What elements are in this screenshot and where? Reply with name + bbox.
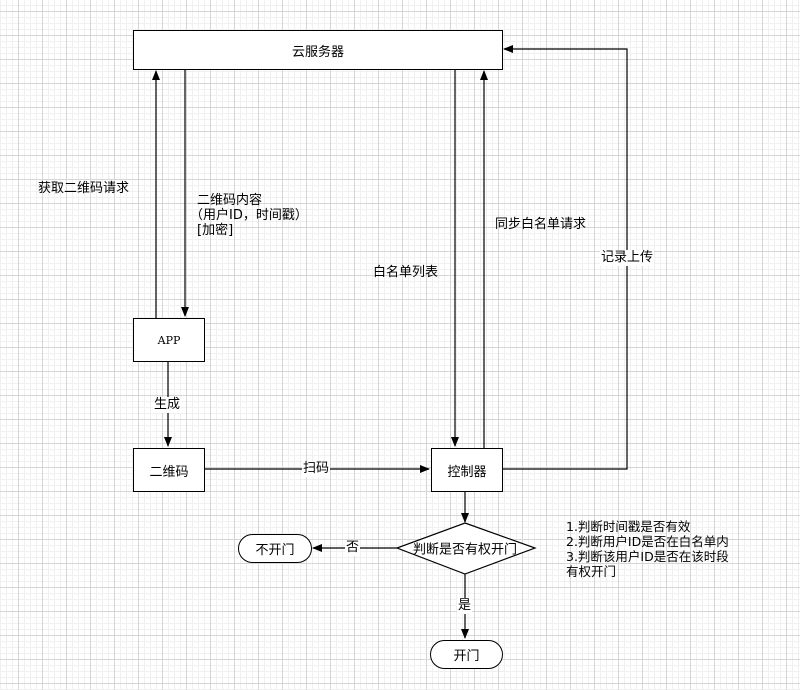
note-line-4: 有权开门 <box>566 564 617 579</box>
scan-label: 扫码 <box>302 461 331 477</box>
no-open-terminal[interactable]: 不开门 <box>238 534 312 563</box>
decision-diamond[interactable] <box>395 522 537 575</box>
cloud-server-label: 云服务器 <box>291 44 344 60</box>
controller-label: 控制器 <box>447 464 487 480</box>
qr-content-line3: [加密] <box>197 223 234 238</box>
get-qr-request-label: 获取二维码请求 <box>38 181 130 196</box>
no-label: 否 <box>345 540 361 556</box>
open-terminal[interactable]: 开门 <box>430 640 503 669</box>
note-line-2: 2.判断用户ID是否在白名单内 <box>566 534 729 549</box>
no-open-label: 不开门 <box>255 543 295 558</box>
open-label: 开门 <box>453 649 480 664</box>
note-line-1: 1.判断时间戳是否有效 <box>566 519 691 534</box>
yes-label: 是 <box>457 598 473 614</box>
qr-content-line2: （用户ID，时间戳） <box>190 208 308 223</box>
generate-label: 生成 <box>153 397 182 413</box>
sync-whitelist-request-label: 同步白名单请求 <box>495 217 587 232</box>
qr-code-label: 二维码 <box>149 464 189 480</box>
cloud-server-node[interactable]: 云服务器 <box>133 30 503 70</box>
qr-code-node[interactable]: 二维码 <box>133 448 205 492</box>
controller-node[interactable]: 控制器 <box>431 448 503 492</box>
app-label: APP <box>157 333 181 347</box>
record-upload-label: 记录上传 <box>600 250 655 266</box>
note-line-3: 3.判断该用户ID是否在该时段 <box>566 549 729 564</box>
whitelist-label: 白名单列表 <box>373 265 439 280</box>
qr-content-line1: 二维码内容 <box>197 193 263 208</box>
app-node[interactable]: APP <box>133 318 205 362</box>
decision-label: 判断是否有权开门 <box>412 542 518 558</box>
